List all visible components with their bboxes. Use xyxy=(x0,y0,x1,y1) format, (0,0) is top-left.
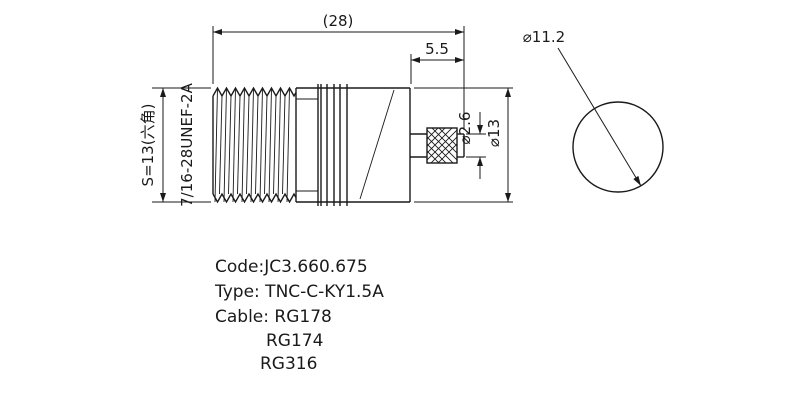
spec-cable: Cable: RG178 xyxy=(215,307,332,327)
dim-hex-size-label: S=13(六角) xyxy=(139,104,157,187)
spec-type: Type: TNC-C-KY1.5A xyxy=(214,282,384,302)
side-view xyxy=(212,84,465,206)
dim-hex-size: S=13(六角) xyxy=(139,87,211,203)
dim-pin-diameter: ⌀2.6 xyxy=(456,112,486,179)
dim-tip-length-label: 5.5 xyxy=(425,40,449,58)
dim-body-diameter-label: ⌀13 xyxy=(485,119,503,147)
hex-section xyxy=(295,84,319,206)
spec-block: Code:JC3.660.675 Type: TNC-C-KY1.5A Cabl… xyxy=(214,257,384,374)
knurl-hatch xyxy=(427,128,457,163)
dim-body-diameter: ⌀13 xyxy=(414,87,513,203)
spec-code: Code:JC3.660.675 xyxy=(215,257,368,277)
threaded-section xyxy=(212,86,297,204)
thread-spec-label: 7/16-28UNEF-2A xyxy=(178,82,196,206)
dim-overall-length: (28) xyxy=(212,12,465,130)
dim-flange-diameter: ⌀11.2 xyxy=(523,28,565,46)
dim-pin-diameter-label: ⌀2.6 xyxy=(456,112,474,145)
spec-cable-2: RG174 xyxy=(266,331,323,351)
body-section xyxy=(318,84,411,206)
crimp-section xyxy=(410,127,465,164)
dim-overall-length-label: (28) xyxy=(323,12,354,30)
end-view: ⌀11.2 xyxy=(523,28,664,193)
dim-tip-length: 5.5 xyxy=(410,40,464,84)
flange-circle xyxy=(572,101,664,193)
spec-cable-3: RG316 xyxy=(260,354,317,374)
